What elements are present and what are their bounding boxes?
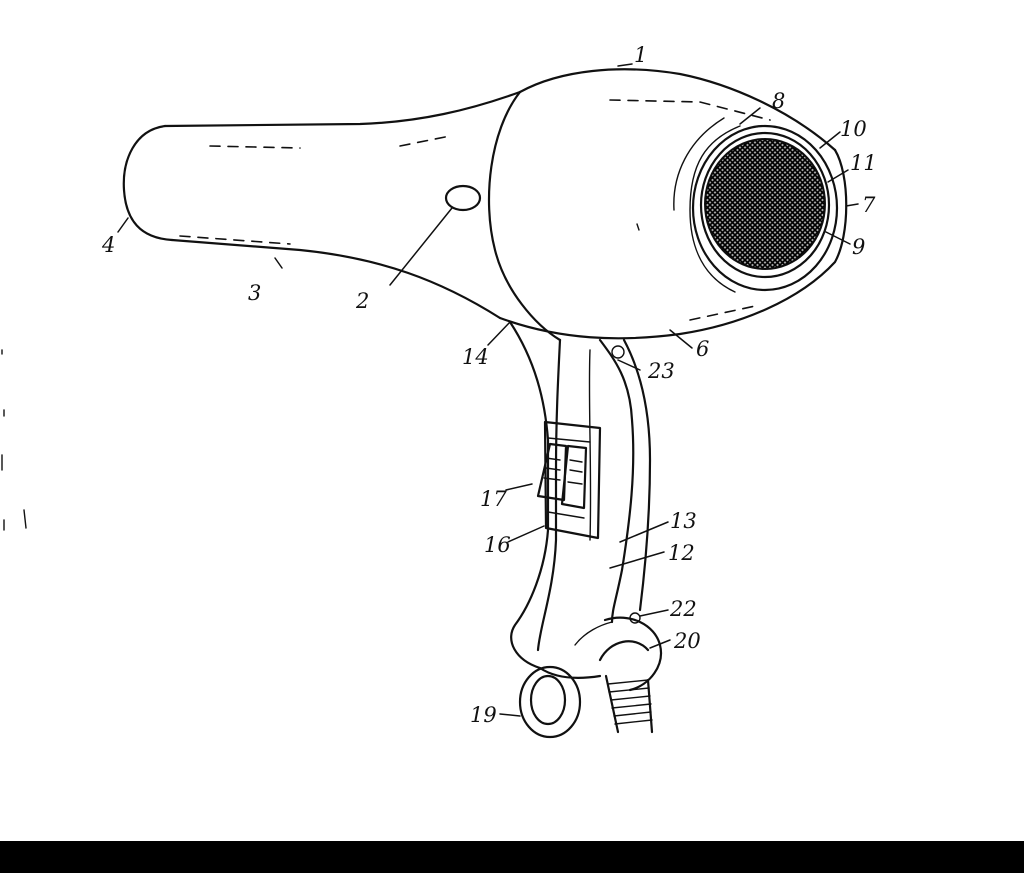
- numeral-13: 13: [670, 509, 697, 533]
- rear-switch: [444, 184, 482, 212]
- numeral-1: 1: [634, 43, 647, 67]
- numeral-11: 11: [850, 151, 877, 175]
- power-cord: [604, 674, 654, 734]
- numeral-9: 9: [852, 235, 865, 259]
- numeral-8: 8: [772, 89, 785, 113]
- numeral-10: 10: [840, 117, 867, 141]
- rear-body: [122, 90, 522, 320]
- handle: [508, 320, 652, 679]
- numeral-23: 23: [647, 359, 675, 383]
- numeral-2: 2: [355, 289, 369, 313]
- numeral-6: 6: [696, 337, 709, 361]
- cord-guard: [598, 612, 663, 692]
- numeral-14: 14: [462, 345, 489, 369]
- outlet-grille: [704, 138, 826, 270]
- numeral-4: 4: [101, 233, 115, 257]
- numeral-20: 20: [673, 629, 701, 653]
- numeral-17: 17: [480, 487, 507, 511]
- numeral-19: 19: [470, 703, 497, 727]
- numeral-12: 12: [668, 541, 695, 565]
- hanging-ring: [518, 665, 582, 739]
- reference-numerals: 1 8 10 11 7 9 6 23 2 3 4 14 17 16 13 12 …: [101, 43, 877, 727]
- bottom-bar: [0, 841, 1024, 873]
- scan-marks: [1, 349, 27, 531]
- numeral-22: 22: [669, 597, 697, 621]
- numeral-16: 16: [484, 533, 511, 557]
- leader-lines: [117, 63, 859, 717]
- main-housing: [487, 68, 848, 342]
- numeral-3: 3: [248, 281, 261, 305]
- numeral-7: 7: [862, 193, 876, 217]
- outlet-nozzle: [673, 117, 839, 293]
- handle-switches: [536, 420, 602, 540]
